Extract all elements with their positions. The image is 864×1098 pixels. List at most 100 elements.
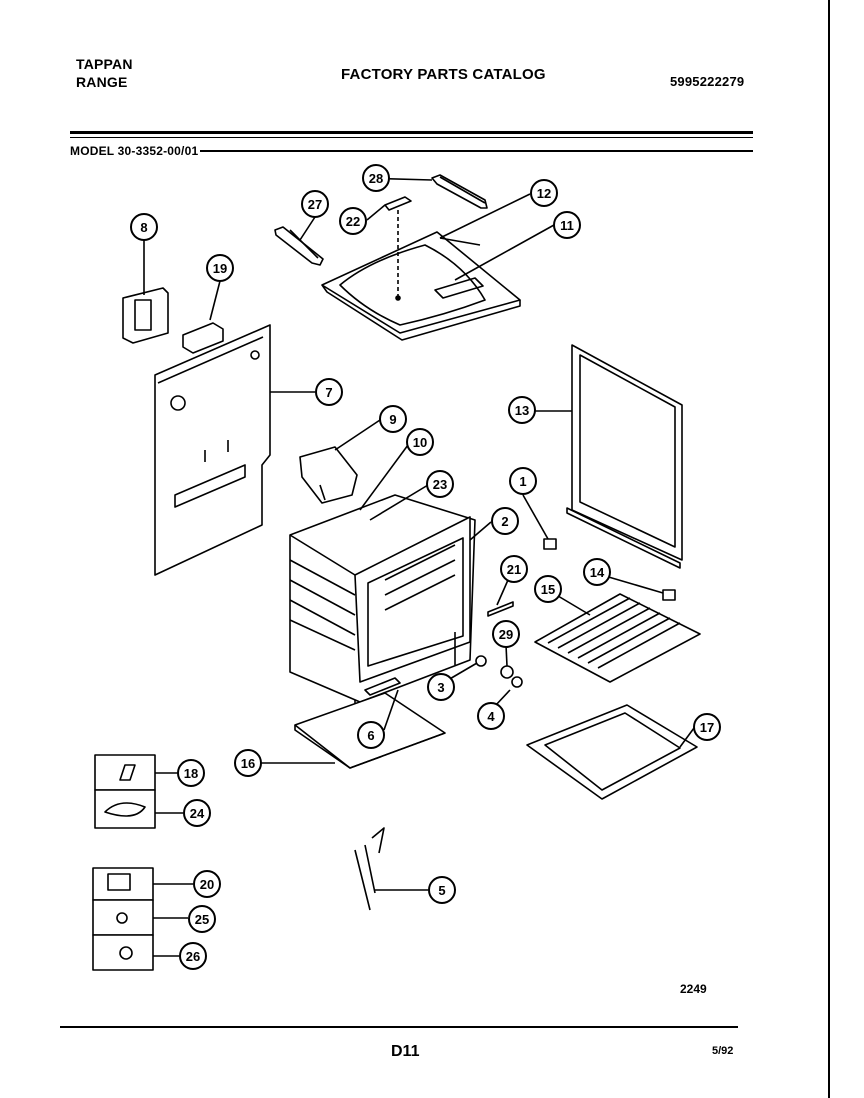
callout-23: 23 [426, 470, 454, 498]
figure-number: 2249 [680, 982, 707, 996]
callout-circle [234, 749, 262, 777]
catalog-part-number: 5995222279 [670, 74, 745, 89]
callout-29: 29 [492, 620, 520, 648]
callout-label: 1 [519, 474, 526, 489]
callout-label: 14 [590, 565, 605, 580]
callout-circle [362, 164, 390, 192]
part-17-broiler-pan [526, 704, 698, 800]
part-21-pin [487, 601, 514, 617]
model-rule [200, 150, 753, 152]
part-22-clip [384, 196, 412, 300]
callout-5: 5 [428, 876, 456, 904]
callout-circle [500, 555, 528, 583]
callout-22: 22 [339, 207, 367, 235]
callout-circle [339, 207, 367, 235]
callout-circle [477, 702, 505, 730]
header-rule-thin [70, 137, 753, 138]
callout-circle [427, 673, 455, 701]
callout-2: 2 [491, 507, 519, 535]
brand-line-2: RANGE [76, 74, 128, 90]
callout-21: 21 [500, 555, 528, 583]
callout-20: 20 [193, 870, 221, 898]
callout-circle [357, 721, 385, 749]
callout-7: 7 [315, 378, 343, 406]
callout-label: 8 [140, 220, 147, 235]
part-19-block [182, 322, 224, 354]
callout-group: 1234567891011121314151617181920212223242… [130, 164, 721, 970]
callout-16: 16 [234, 749, 262, 777]
callout-circle [130, 213, 158, 241]
part-29-knob [500, 665, 523, 688]
callout-8: 8 [130, 213, 158, 241]
callout-circle [183, 799, 211, 827]
callout-label: 7 [325, 385, 332, 400]
callout-label: 22 [346, 214, 360, 229]
callout-6: 6 [357, 721, 385, 749]
callout-label: 29 [499, 627, 513, 642]
callout-circle [206, 254, 234, 282]
callout-12: 12 [530, 179, 558, 207]
callout-label: 9 [389, 412, 396, 427]
callout-label: 18 [184, 766, 198, 781]
part-28-rod [431, 174, 488, 209]
callout-19: 19 [206, 254, 234, 282]
page-edge-line [828, 0, 830, 1098]
callout-label: 3 [437, 680, 444, 695]
callout-label: 5 [438, 883, 445, 898]
callout-label: 25 [195, 912, 209, 927]
catalog-date: 5/92 [712, 1045, 734, 1057]
part-1-knob [543, 538, 557, 550]
callout-label: 27 [308, 197, 322, 212]
part-13-door-frame [566, 344, 683, 569]
part-3-knob [475, 655, 487, 667]
callout-label: 10 [413, 435, 427, 450]
callout-circle [379, 405, 407, 433]
callout-28: 28 [362, 164, 390, 192]
callout-circle [553, 211, 581, 239]
footer-rule [60, 1026, 738, 1028]
part-5-igniter [354, 827, 385, 911]
callout-14: 14 [583, 558, 611, 586]
brand-line-1: TAPPAN [76, 56, 133, 72]
cooktop-main-top-part [321, 231, 521, 341]
callout-label: 2 [501, 514, 508, 529]
callout-1: 1 [509, 467, 537, 495]
callout-circle [301, 190, 329, 218]
part-15-oven-rack [534, 593, 701, 683]
part-9-vent [299, 446, 358, 504]
callout-circle [177, 759, 205, 787]
callout-label: 11 [560, 218, 574, 233]
part-2-oven-body [289, 494, 476, 718]
callout-circle [428, 876, 456, 904]
part-14-foot [662, 589, 676, 601]
callout-label: 21 [507, 562, 521, 577]
callout-label: 24 [190, 806, 205, 821]
callout-circle [509, 467, 537, 495]
callout-label: 28 [369, 171, 383, 186]
callout-13: 13 [508, 396, 536, 424]
callout-circle [406, 428, 434, 456]
callout-27: 27 [301, 190, 329, 218]
part-27-bracket [274, 226, 324, 266]
callout-17: 17 [693, 713, 721, 741]
callout-circle [492, 620, 520, 648]
page-number: D11 [391, 1043, 420, 1060]
callout-4: 4 [477, 702, 505, 730]
callout-24: 24 [183, 799, 211, 827]
callout-circle [583, 558, 611, 586]
callout-26: 26 [179, 942, 207, 970]
callout-circle [179, 942, 207, 970]
catalog-title: FACTORY PARTS CATALOG [341, 66, 546, 83]
callout-label: 19 [213, 261, 227, 276]
callout-11: 11 [553, 211, 581, 239]
callout-10: 10 [406, 428, 434, 456]
brand-block: TAPPAN RANGE [76, 55, 133, 91]
callout-label: 17 [700, 720, 714, 735]
callout-label: 20 [200, 877, 214, 892]
callout-15: 15 [534, 575, 562, 603]
part-7-back-panel [154, 324, 271, 576]
callout-label: 15 [541, 582, 555, 597]
callout-circle [315, 378, 343, 406]
callout-circle [188, 905, 216, 933]
